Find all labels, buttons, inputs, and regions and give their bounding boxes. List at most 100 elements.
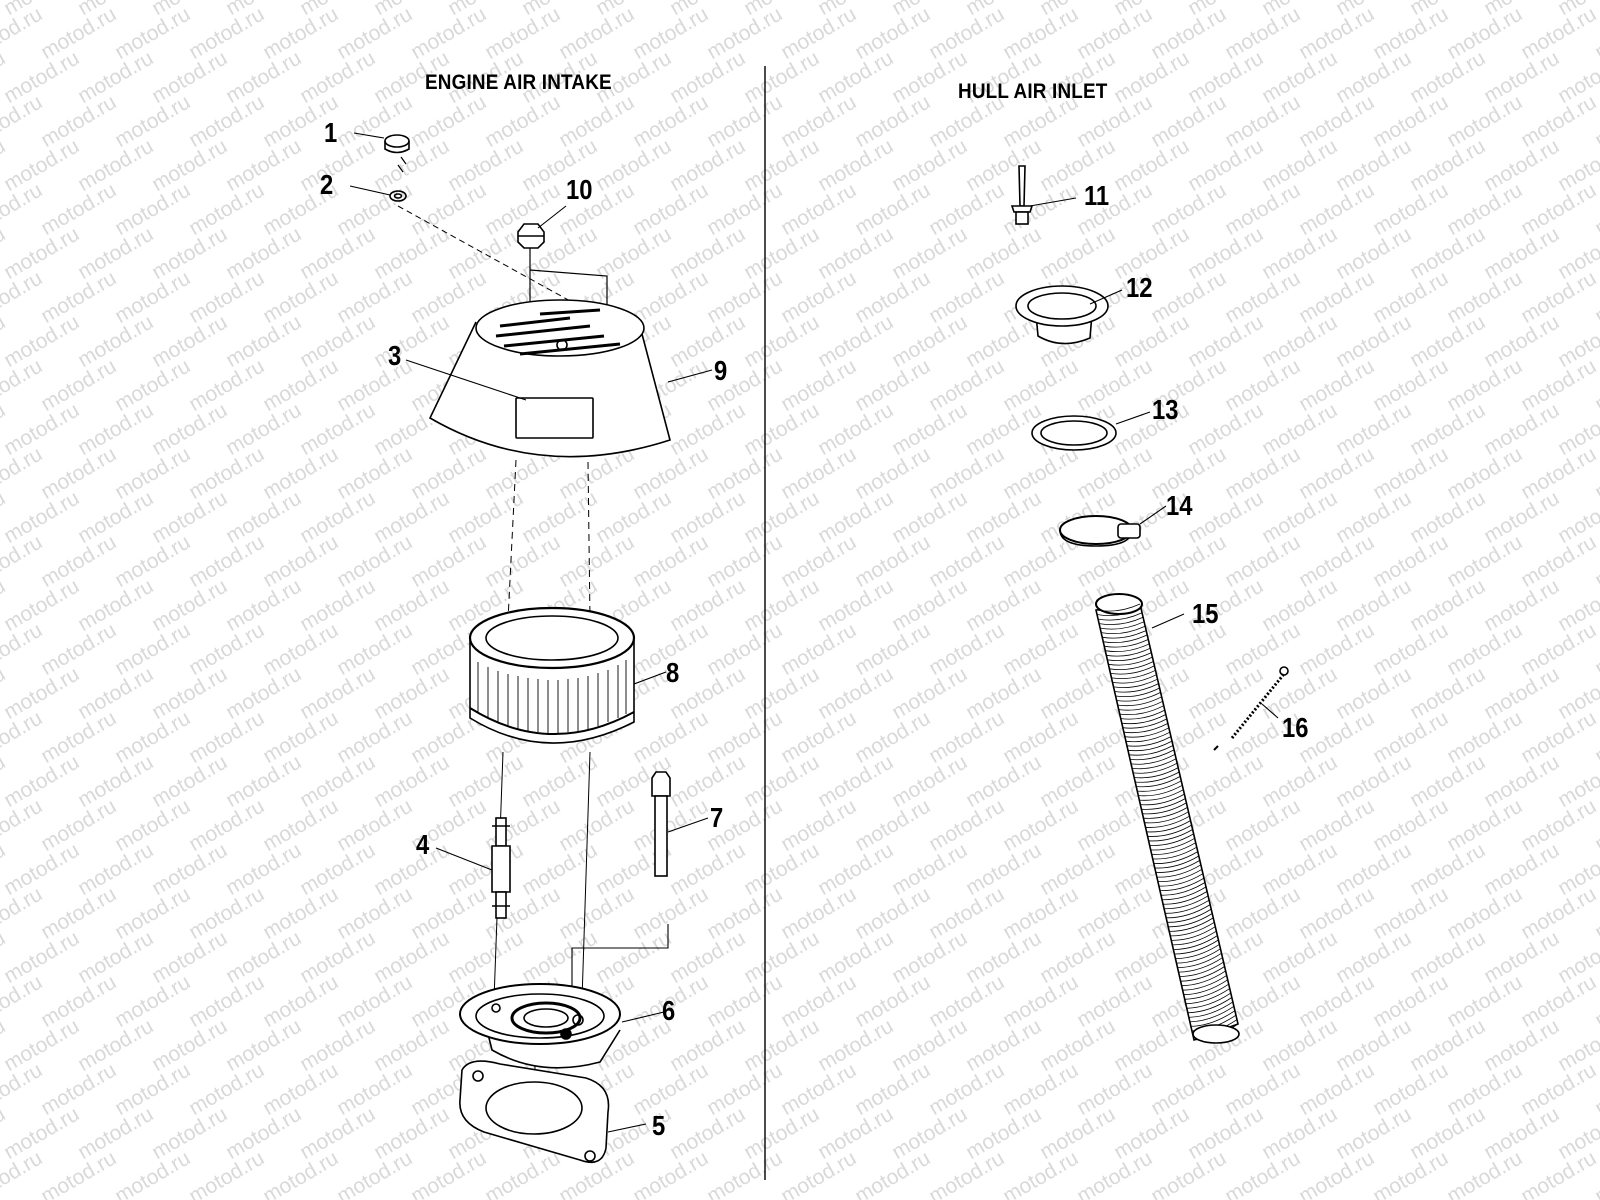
- hose-rib: [1107, 652, 1152, 662]
- hose-rib: [1118, 700, 1163, 711]
- hose-rib: [1119, 705, 1164, 716]
- hose-rib: [1156, 864, 1202, 878]
- hose-rib: [1116, 692, 1161, 702]
- hose-rib: [1176, 948, 1221, 964]
- hose-rib: [1100, 621, 1145, 630]
- part-2-washer: [389, 190, 407, 202]
- hose-rib: [1167, 908, 1212, 923]
- hose-rib: [1164, 895, 1209, 910]
- part-16-tie: [1213, 666, 1289, 751]
- hose-rib: [1190, 1010, 1236, 1027]
- hose-rib: [1124, 727, 1170, 738]
- hose-rib: [1163, 891, 1208, 905]
- callout-16: 16: [1282, 712, 1309, 743]
- hose-rib: [1096, 608, 1142, 617]
- hose-rib: [1175, 944, 1220, 959]
- hose-rib: [1102, 630, 1147, 639]
- hose-rib: [1132, 758, 1177, 770]
- part-15-hose: [1095, 593, 1240, 1044]
- hose-rib: [1108, 656, 1153, 666]
- hose-rib: [1112, 674, 1157, 684]
- part-8-filter: [468, 606, 636, 744]
- callout-3: 3: [388, 340, 402, 371]
- callout-14: 14: [1166, 490, 1193, 521]
- part-5-gasket: [459, 1060, 610, 1164]
- hose-rib: [1106, 647, 1151, 657]
- part-14-clamp: [1059, 515, 1141, 547]
- callout-15: 15: [1192, 598, 1219, 629]
- callout-12: 12: [1126, 272, 1153, 303]
- hose-rib: [1099, 616, 1144, 626]
- hose-rib: [1126, 736, 1172, 747]
- part-4-stud: [491, 817, 511, 919]
- hose-rib: [1182, 975, 1227, 991]
- part-7-bolt: [651, 771, 671, 877]
- hose-rib: [1144, 811, 1189, 824]
- hose-rib: [1155, 860, 1201, 873]
- hose-rib: [1154, 855, 1200, 869]
- callout-1: 1: [324, 117, 338, 148]
- hose-rib: [1168, 913, 1213, 928]
- part-1-cap: [384, 134, 410, 173]
- hose-rib: [1104, 639, 1149, 648]
- hose-rib: [1149, 833, 1194, 846]
- part-10-nut: [517, 223, 545, 249]
- hose-rib: [1186, 992, 1232, 1009]
- hose-rib: [1188, 1001, 1234, 1018]
- hose-rib: [1153, 851, 1199, 864]
- part-9-cover: [428, 299, 671, 458]
- hose-rib: [1136, 776, 1181, 788]
- hose-rib: [1146, 820, 1191, 833]
- hose-rib: [1147, 824, 1192, 837]
- hose-rib: [1177, 952, 1222, 968]
- part-12-bushing: [1015, 285, 1109, 345]
- hose-rib: [1134, 767, 1179, 779]
- hose-rib: [1117, 696, 1162, 707]
- callout-5: 5: [652, 1110, 666, 1141]
- hose-rib: [1123, 723, 1169, 734]
- hose-rib: [1181, 970, 1226, 987]
- hose-rib: [1115, 687, 1160, 698]
- callout-7: 7: [710, 802, 724, 833]
- hose-rib: [1151, 842, 1196, 855]
- hose-rib: [1098, 612, 1143, 621]
- part-11-fitting: [1010, 165, 1034, 225]
- hose-rib: [1160, 882, 1206, 896]
- hose-rib: [1143, 807, 1188, 819]
- hose-rib: [1111, 669, 1156, 680]
- callout-13: 13: [1152, 394, 1179, 425]
- hose-rib: [1171, 926, 1216, 941]
- hose-rib: [1125, 731, 1171, 743]
- hose-rib: [1187, 997, 1233, 1014]
- hose-rib: [1157, 868, 1203, 883]
- hose-rib: [1129, 749, 1175, 761]
- part-6-flange: [459, 983, 621, 1069]
- hose-rib: [1159, 877, 1205, 892]
- hose-rib: [1165, 899, 1210, 914]
- hose-rib: [1105, 643, 1150, 653]
- callout-10: 10: [566, 174, 593, 205]
- hose-rib: [1095, 603, 1141, 612]
- hose-rib: [1135, 771, 1180, 783]
- hose-rib: [1183, 979, 1228, 996]
- callout-4: 4: [416, 829, 430, 860]
- hose-rib: [1120, 709, 1165, 720]
- hose-rib: [1141, 798, 1186, 810]
- callout-6: 6: [662, 995, 676, 1026]
- hose-rib: [1121, 714, 1166, 725]
- hose-rib: [1142, 802, 1187, 815]
- hose-rib: [1189, 1005, 1235, 1023]
- hose-rib: [1114, 683, 1159, 693]
- hose-rib: [1122, 718, 1167, 729]
- part-13-ring: [1031, 415, 1117, 451]
- filter-pleats: [477, 660, 627, 733]
- hose-rib: [1185, 988, 1230, 1005]
- hose-rib: [1148, 829, 1193, 842]
- hose-rib: [1166, 904, 1211, 919]
- hose-rib: [1109, 661, 1154, 671]
- hose-rib: [1101, 625, 1146, 635]
- hose-rib: [1110, 665, 1155, 675]
- hose-rib: [1140, 793, 1185, 806]
- hose-rib: [1131, 753, 1176, 765]
- hose-rib: [1184, 983, 1229, 1000]
